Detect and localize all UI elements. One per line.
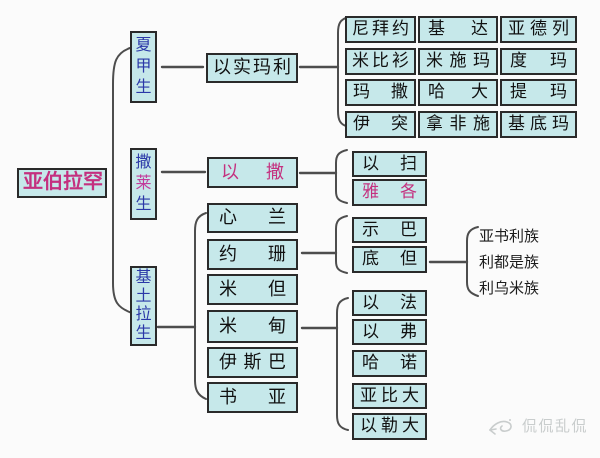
node-sarai: 撒 莱 生 — [130, 148, 157, 220]
brace-dedan-clans — [466, 226, 479, 297]
node-jetur: 伊突 — [345, 111, 416, 138]
node-adbeel: 亚德列 — [500, 16, 577, 43]
clan-asshurim: 亚书利族 — [479, 229, 540, 245]
node-keturah: 基 土 拉 生 — [130, 266, 157, 346]
node-keturah-char: 基 — [135, 269, 152, 287]
clan-letushim: 利都是族 — [479, 255, 540, 271]
brace-jokshan-sons — [335, 215, 348, 274]
node-isaac: 以撒 — [207, 157, 298, 188]
node-eldaah: 以勒大 — [352, 413, 427, 440]
node-massa: 玛撒 — [345, 79, 416, 106]
node-sarai-char: 莱 — [135, 175, 152, 192]
node-hagar-char: 甲 — [135, 58, 152, 75]
node-esau: 以扫 — [352, 151, 427, 177]
node-keturah-char: 生 — [135, 324, 152, 342]
node-keturah-char: 拉 — [135, 306, 152, 324]
watermark-label: 侃侃乱侃 — [522, 418, 589, 435]
node-epher: 以弗 — [352, 319, 427, 345]
node-jokshan: 约珊 — [207, 239, 298, 270]
node-sheba: 示巴 — [352, 217, 427, 243]
node-midian: 米甸 — [207, 310, 298, 343]
node-hanoch: 哈诺 — [352, 350, 427, 377]
node-keturah-char: 土 — [135, 287, 152, 305]
dedan-clan-list: 亚书利族 利都是族 利乌米族 — [479, 224, 591, 302]
node-dumah: 度玛 — [500, 48, 577, 75]
brace-midian-sons — [336, 297, 349, 431]
node-dedan: 底但 — [352, 246, 427, 273]
node-sarai-char: 撒 — [135, 154, 152, 171]
clan-leummim: 利乌米族 — [479, 281, 540, 297]
node-kedemah: 基底玛 — [500, 111, 577, 138]
node-hadad: 哈大 — [418, 79, 498, 106]
node-hagar: 夏 甲 生 — [130, 31, 157, 103]
node-zimran: 心兰 — [207, 203, 298, 233]
node-naphish: 拿非施 — [418, 111, 498, 138]
watermark-icon — [489, 419, 512, 435]
node-ishbak: 伊斯巴 — [207, 347, 298, 378]
watermark: 侃侃乱侃 — [487, 415, 588, 439]
node-sarai-char: 生 — [135, 196, 152, 213]
node-ishmael: 以实玛利 — [206, 53, 298, 83]
node-jacob: 雅各 — [352, 179, 427, 206]
node-medan: 米但 — [207, 274, 298, 305]
node-abraham: 亚伯拉罕 — [17, 168, 107, 198]
brace-isaac-sons — [335, 149, 348, 204]
node-nebaioth: 尼拜约 — [345, 16, 416, 43]
node-hagar-char: 生 — [135, 79, 152, 96]
node-kedar: 基达 — [418, 16, 498, 43]
node-hagar-char: 夏 — [135, 37, 152, 54]
node-abida: 亚比大 — [352, 383, 427, 409]
node-ephah: 以法 — [352, 290, 427, 316]
node-mishma: 米施玛 — [418, 48, 498, 75]
brace-keturah-sons — [194, 212, 207, 400]
node-shuah: 书亚 — [207, 382, 298, 413]
node-mibsam: 米比衫 — [345, 48, 416, 75]
node-tema: 提玛 — [500, 79, 577, 106]
